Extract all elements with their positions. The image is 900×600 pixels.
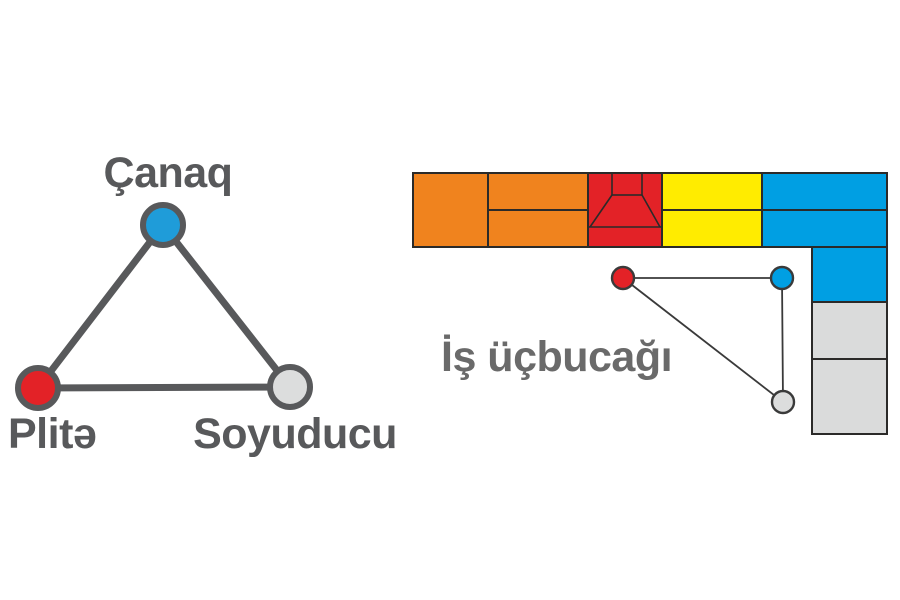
- fridge-upper: [811, 301, 888, 360]
- counter-yellow-top: [661, 172, 763, 211]
- counter-orange-split-bottom: [487, 209, 589, 248]
- sink-counter-side: [811, 246, 888, 303]
- plan-sink-node-icon: [769, 265, 795, 291]
- kitchen-plan: [412, 172, 888, 435]
- counter-orange-split-top: [487, 172, 589, 211]
- work-triangle-title: İş üçbucağı: [441, 333, 673, 381]
- counter-orange-left: [412, 172, 489, 248]
- counter-yellow-bottom: [661, 209, 763, 248]
- triangle-edges: [30, 219, 298, 392]
- plan-triangle-edges: [620, 277, 784, 404]
- plan-work-triangle: [610, 265, 796, 415]
- plan-stove-node-icon: [610, 265, 636, 291]
- concept-triangle: [15, 202, 313, 411]
- sink-node-icon: [140, 202, 186, 248]
- sink-label: Çanaq: [103, 149, 233, 197]
- fridge-node-icon: [267, 364, 313, 410]
- stove-node-icon: [15, 365, 61, 411]
- stove-hood-icon: [588, 172, 662, 228]
- fridge-lower: [811, 358, 888, 435]
- fridge-label: Soyuducu: [193, 410, 397, 458]
- sink-counter-bottom: [761, 209, 888, 248]
- stove-label: Plitə: [8, 410, 97, 458]
- sink-counter-top: [761, 172, 888, 211]
- plan-fridge-node-icon: [770, 389, 796, 415]
